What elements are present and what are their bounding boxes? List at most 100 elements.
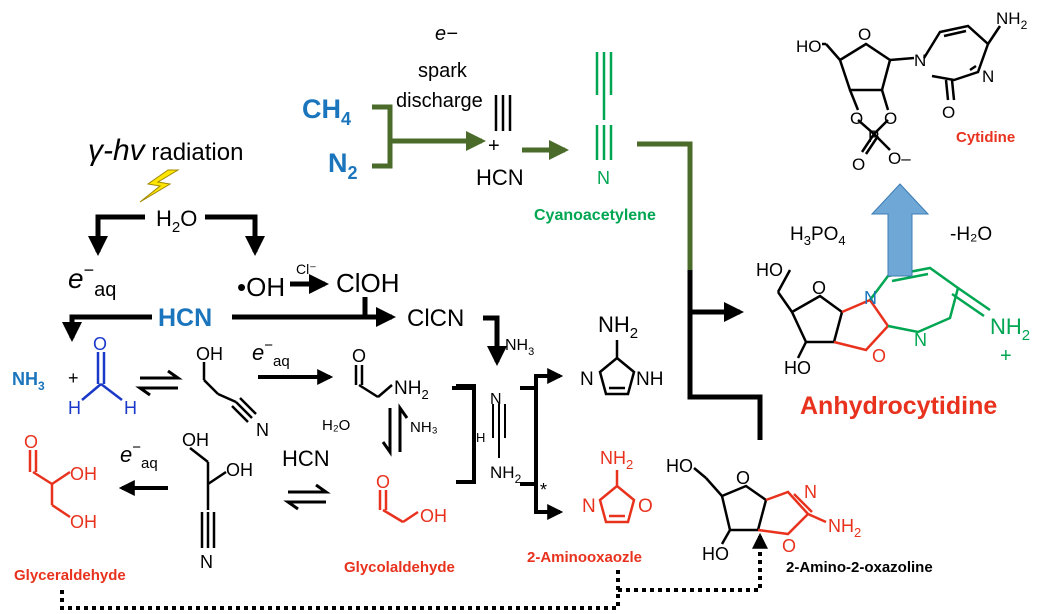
- cytidine-o6: O–: [888, 149, 911, 168]
- cyanohydrin-n: N: [200, 552, 213, 572]
- aminooxazole-structure: [598, 470, 636, 524]
- e-aq-3: e−aq: [120, 439, 158, 472]
- glyceraldehyde-o: O: [24, 432, 38, 452]
- clcn-to-cyanamide-arrow: [483, 315, 507, 366]
- anhydrocytidine-plus: +: [1000, 345, 1012, 367]
- cytidine-o5: O: [852, 155, 865, 174]
- cytidine-nh2: NH2: [996, 9, 1028, 32]
- oh-radical: •OH: [237, 272, 285, 302]
- aminoacetaldehyde-o: O: [352, 346, 366, 366]
- h2o-left: H₂O: [322, 417, 350, 434]
- aminoimidazole-nh2: NH2: [598, 312, 638, 342]
- aminooxazoline-label: 2-Amino-2-oxazoline: [786, 559, 933, 576]
- cytidine-n2: N: [982, 67, 994, 86]
- anhydrocytidine-oxazoline: [833, 298, 890, 352]
- dotted-to-oxazoline-arrow: [618, 532, 768, 592]
- cytidine-o3: O: [850, 109, 863, 128]
- glyceraldehyde-label: Glyceraldehyde: [14, 567, 126, 584]
- glyceraldehyde-structure: [28, 450, 71, 519]
- formaldehyde-structure: [81, 352, 123, 401]
- e-aq-1: e−aq: [68, 260, 116, 301]
- nh3-blue: NH3: [12, 369, 45, 393]
- ch4-label: CH4: [302, 94, 351, 129]
- aminooxazole-n: N: [582, 496, 596, 517]
- hcn-to-nh3-arrow: [62, 314, 152, 342]
- equilibrium-arrows-2: [283, 483, 331, 511]
- spark-label: spark: [418, 60, 468, 82]
- ch4-n2-bracket: [372, 104, 393, 169]
- aminooxazoline-ho2: HO: [702, 544, 729, 564]
- cyanamide-right-bracket: [520, 386, 538, 486]
- radiation-label: γ-hv radiation: [88, 134, 243, 167]
- cyanamide-nh2: NH2: [490, 463, 522, 486]
- cyanamide-n: N: [490, 391, 502, 408]
- aminooxazoline-ho1: HO: [666, 456, 693, 476]
- anhydrocytidine-sugar: [776, 269, 844, 359]
- cytidine-o4: O: [884, 109, 897, 128]
- cytidine-o-carbonyl: O: [942, 103, 955, 122]
- aminooxazoline-o: O: [736, 468, 750, 488]
- anhydrocytidine-pyrimidine: [869, 266, 991, 334]
- aminoacetaldehyde-nh2: NH2: [394, 378, 429, 402]
- cyanoacetylene-structure: [595, 52, 613, 160]
- glyceraldehyde-oh2: OH: [70, 512, 97, 532]
- glycolonitrile-n: N: [256, 420, 269, 440]
- cytidine-ho: HO: [796, 37, 822, 56]
- cyanoacetylene-connector: [637, 141, 693, 270]
- aminooxazoline-n: N: [804, 482, 817, 502]
- anhydrocytidine-n2: N: [914, 330, 927, 350]
- cytidine-sugar: [822, 42, 915, 155]
- e-aq-2: e−aq: [252, 337, 290, 370]
- star-mark: *: [540, 480, 547, 500]
- cyanamide-to-aminoimidazole-arrow: [534, 368, 564, 440]
- glyceraldehyde-oh1: OH: [70, 464, 97, 484]
- anhydrocytidine-o2: O: [872, 346, 886, 366]
- cytidine-pyrimidine: [922, 24, 1002, 101]
- cl-minus: Cl⁻: [296, 261, 317, 277]
- aminooxazoline-o2: O: [782, 536, 796, 556]
- aminoimidazole-n: N: [580, 369, 594, 390]
- e-minus-label: e−: [435, 23, 458, 45]
- formaldehyde-o: O: [93, 334, 107, 354]
- glycolaldehyde-o: O: [376, 472, 390, 492]
- merge-connector: [687, 270, 763, 440]
- cyanohydrin-oh2: OH: [226, 460, 253, 480]
- hcn-mid: HCN: [282, 446, 330, 471]
- glycolonitrile-oh: OH: [196, 344, 223, 364]
- anhydrocytidine-ho1: HO: [756, 260, 783, 280]
- minus-h2o-label: -H₂O: [950, 224, 992, 245]
- anhydrocytidine-ho2: HO: [784, 358, 811, 378]
- plus-mid: +: [68, 368, 79, 388]
- anhydrocytidine-o: O: [812, 278, 826, 298]
- phosphorylation-arrow: [870, 183, 930, 277]
- hcn-top: HCN: [476, 165, 524, 190]
- anhydrocytidine-n1: N: [864, 288, 877, 308]
- aminooxazole-nh2: NH2: [600, 448, 633, 472]
- cytidine-o: O: [858, 25, 871, 44]
- nh3-clcn: NH3: [505, 337, 534, 358]
- h2o-radiolysis: H2O: [156, 206, 197, 236]
- anhydrocytidine-nh2: NH2: [990, 314, 1030, 344]
- glycolaldehyde-label: Glycolaldehyde: [344, 559, 455, 576]
- cyanamide-structure: [492, 404, 506, 458]
- cytidine-n: N: [914, 51, 926, 70]
- aminooxazole-o: O: [638, 496, 653, 517]
- h3po4-label: H3PO4: [790, 224, 846, 248]
- aminooxazoline-ring: [757, 490, 827, 536]
- aminooxazoline-structure: [693, 467, 768, 545]
- h2o-to-eaq-arrow: [88, 214, 145, 256]
- glycolaldehyde-oh: OH: [420, 506, 447, 526]
- cyanoacetylene-n: N: [597, 168, 610, 188]
- formaldehyde-h1: H: [68, 398, 81, 418]
- aminooxazoline-nh2: NH2: [828, 516, 861, 540]
- n2-label: N2: [328, 148, 358, 183]
- cytidine-p: P: [868, 127, 879, 146]
- h2o-to-oh-arrow: [205, 214, 265, 256]
- dotted-connector: [60, 570, 620, 610]
- formaldehyde-h2: H: [124, 398, 137, 418]
- clcn: ClCN: [407, 305, 464, 332]
- cloh: ClOH: [336, 268, 400, 298]
- cytidine-label: Cytidine: [956, 129, 1015, 146]
- cyanamide-to-aminooxazole-arrow: [534, 440, 564, 520]
